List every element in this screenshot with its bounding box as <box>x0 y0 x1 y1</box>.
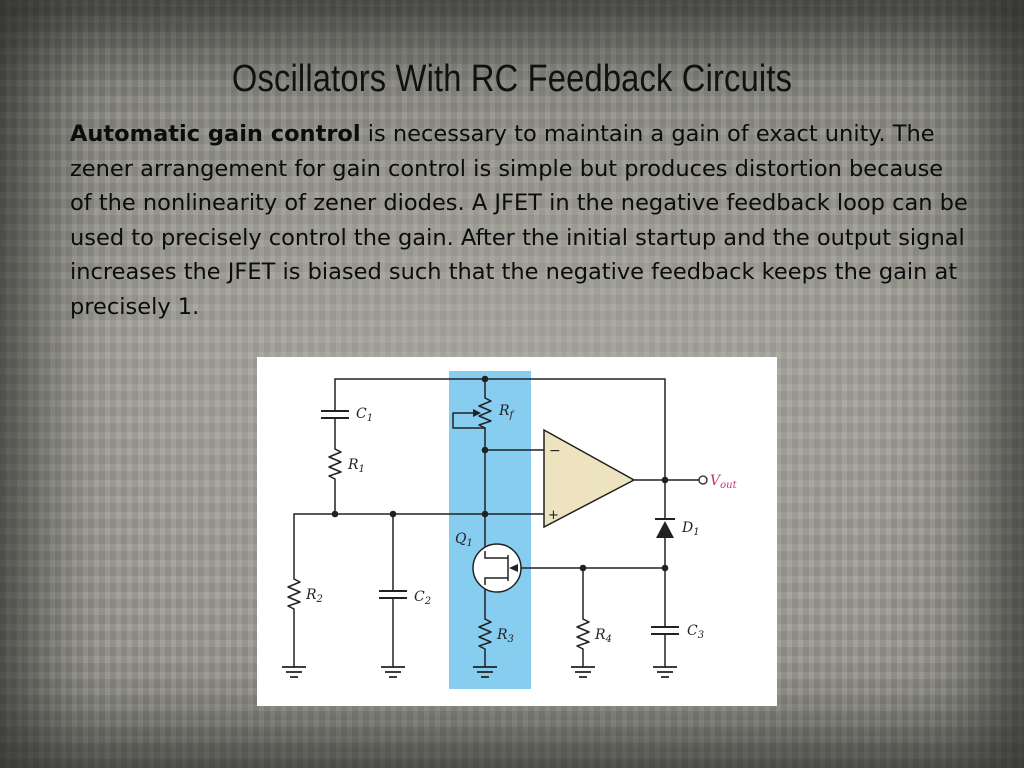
junction-dot <box>481 375 489 383</box>
capacitor-c3 <box>651 626 679 635</box>
junction-dot <box>661 476 669 484</box>
resistor-r1 <box>328 448 342 480</box>
label-r1: R1 <box>347 457 365 475</box>
capacitor-c2 <box>379 590 407 599</box>
diode-d1-triangle <box>656 521 674 538</box>
highlight-band <box>449 371 531 689</box>
label-q1: Q1 <box>455 531 473 549</box>
resistor-rf <box>478 397 492 429</box>
label-r3: R3 <box>496 627 514 645</box>
junction-dot <box>389 510 397 518</box>
op-amp-plus-sign: + <box>548 508 559 523</box>
wire-rf-bypass <box>452 412 486 429</box>
capacitor-c1 <box>321 410 349 419</box>
label-r2: R2 <box>305 587 323 605</box>
junction-dot <box>579 564 587 572</box>
ground-icon <box>282 666 306 678</box>
junction-dot <box>481 510 489 518</box>
label-rf: Rf <box>498 403 516 421</box>
jfet-q1-gate-arrow <box>509 564 518 572</box>
rf-wiper-arrowhead <box>473 409 481 417</box>
body-paragraph: Automatic gain control is necessary to m… <box>70 117 970 324</box>
junction-dot <box>481 446 489 454</box>
resistor-r3 <box>478 618 492 650</box>
jfet-q1-source-lead <box>484 577 508 585</box>
output-terminal <box>698 475 708 485</box>
bold-lead-phrase: Automatic gain control <box>70 121 361 147</box>
circuit-schematic: − + <box>282 371 738 689</box>
label-d1: D1 <box>681 520 700 538</box>
label-r4: R4 <box>594 627 612 645</box>
ground-icon <box>571 666 595 678</box>
label-c1: C1 <box>356 406 373 424</box>
junction-dot <box>661 564 669 572</box>
resistor-r4 <box>576 618 590 650</box>
slide-title: Oscillators With RC Feedback Circuits <box>231 58 793 100</box>
paragraph-text: is necessary to maintain a gain of exact… <box>70 121 968 320</box>
label-vout: Vout <box>710 473 738 491</box>
jfet-q1-drain-lead <box>484 551 508 559</box>
ground-icon <box>653 666 677 678</box>
label-c3: C3 <box>687 623 704 641</box>
wire-top-rail <box>334 378 666 481</box>
op-amp-minus-sign: − <box>549 443 561 459</box>
circuit-diagram: − + <box>257 357 777 706</box>
op-amp-triangle <box>543 428 636 529</box>
ground-icon <box>381 666 405 678</box>
ground-icon <box>473 666 497 678</box>
label-c2: C2 <box>414 589 431 607</box>
junction-dot <box>331 510 339 518</box>
resistor-r2 <box>287 578 301 610</box>
